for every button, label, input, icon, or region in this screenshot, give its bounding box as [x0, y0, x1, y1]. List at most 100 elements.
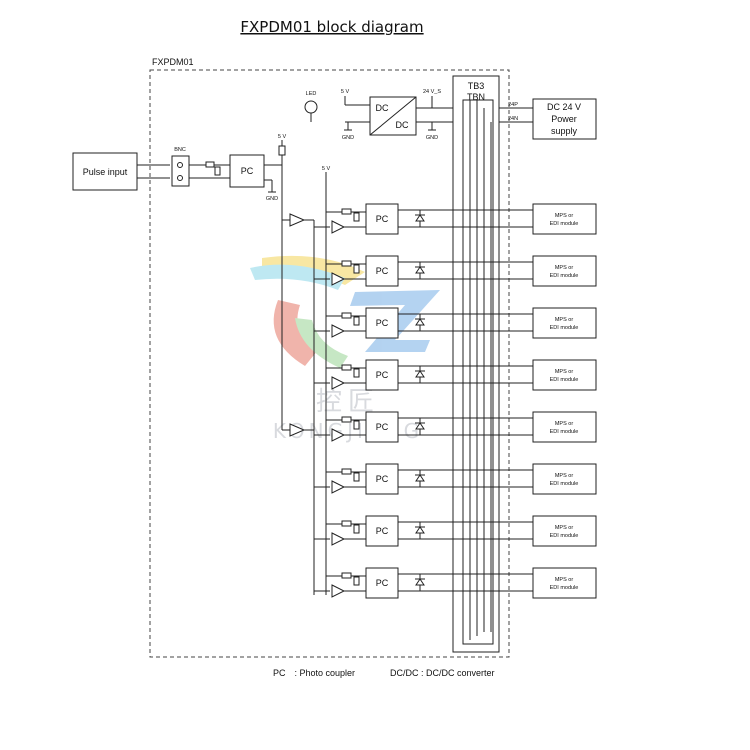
channel-8-photo-coupler	[365, 567, 399, 599]
channel-1-photo-coupler	[365, 203, 399, 235]
channel-7-module-line-2: EDI module	[550, 533, 579, 539]
channel-6-module-line-1: MPS or	[555, 473, 574, 479]
channel-6-led-resistor	[353, 472, 360, 482]
pin-24n-label: 24N	[508, 116, 518, 122]
channel-2-buffer	[331, 272, 346, 286]
channel-5-photo-coupler	[365, 411, 399, 443]
channel-6-photo-coupler	[365, 463, 399, 495]
channel-1-module-line-2: EDI module	[550, 221, 579, 227]
diagram-title: FXPDM01 block diagram	[240, 18, 423, 36]
power-supply-line-3: supply	[551, 126, 578, 136]
power-supply-line-1: DC 24 V	[547, 102, 581, 112]
channel-1-buffer	[331, 220, 346, 234]
channel-3-module-line-1: MPS or	[555, 317, 574, 323]
channel-2-photo-coupler	[365, 255, 399, 287]
channel-7-module-box	[532, 515, 597, 547]
channel-6-module-line-2: EDI module	[550, 481, 579, 487]
main-buffer-2	[289, 423, 306, 437]
legend-pc: PC : Photo coupler	[273, 668, 355, 678]
channel-7-pc-label: PC	[376, 526, 389, 536]
bnc-connector	[171, 155, 190, 187]
channel-2-module-box	[532, 255, 597, 287]
channel-4-photo-coupler	[365, 359, 399, 391]
channel-5-resistor	[341, 416, 352, 423]
channel-3-photo-coupler	[365, 307, 399, 339]
channel-5-led-resistor	[353, 420, 360, 430]
channel-2-module-line-1: MPS or	[555, 265, 574, 271]
channel-8-module-line-1: MPS or	[555, 577, 574, 583]
main-buffer-1	[289, 213, 306, 227]
channel-1-module-line-1: MPS or	[555, 213, 574, 219]
dcdc-diagonal	[369, 96, 417, 136]
channel-3-diode	[415, 318, 425, 326]
channel-1-module-box	[532, 203, 597, 235]
channel-3-resistor	[341, 312, 352, 319]
power-24vs-label: 24 V_S	[423, 89, 441, 95]
channel-8-resistor	[341, 572, 352, 579]
input-pc-label: PC	[241, 166, 254, 176]
channel-3-module-box	[532, 307, 597, 339]
bnc-pin-1	[177, 162, 183, 168]
channel-7-buffer	[331, 532, 346, 546]
channel-4-module-box	[532, 359, 597, 391]
led-icon	[304, 100, 318, 114]
channel-2-led-resistor	[353, 264, 360, 274]
channel-1-pc-label: PC	[376, 214, 389, 224]
channel-4-module-line-2: EDI module	[550, 377, 579, 383]
channel-7-resistor	[341, 520, 352, 527]
channel-supply-label: 5 V	[322, 166, 331, 172]
channel-5-module-line-2: EDI module	[550, 429, 579, 435]
watermark-logo	[250, 255, 440, 368]
terminal-block-line-2: TBN	[467, 92, 485, 102]
channel-3-module-line-2: EDI module	[550, 325, 579, 331]
legend-dcdc: DC/DC : DC/DC converter	[390, 668, 495, 678]
channel-8-buffer	[331, 584, 346, 598]
input-resistor	[205, 161, 215, 168]
dcdc-bottom-label: DC	[396, 120, 409, 130]
channel-2-diode	[415, 266, 425, 274]
input-gnd-label: GND	[266, 196, 278, 202]
bnc-label: BNC	[174, 147, 186, 153]
channel-5-buffer	[331, 428, 346, 442]
channel-4-buffer	[331, 376, 346, 390]
enclosure-box	[149, 69, 510, 658]
channel-2-module-line-2: EDI module	[550, 273, 579, 279]
channel-6-buffer	[331, 480, 346, 494]
power-supply-line-2: Power	[551, 114, 577, 124]
channel-8-pc-label: PC	[376, 578, 389, 588]
pulse-input-label: Pulse input	[83, 167, 128, 177]
channel-6-pc-label: PC	[376, 474, 389, 484]
channel-4-pc-label: PC	[376, 370, 389, 380]
power-gnd-right-label: GND	[426, 135, 438, 141]
watermark-swirl-red	[273, 300, 318, 366]
channel-7-led-resistor	[353, 524, 360, 534]
power-5v-label: 5 V	[341, 89, 350, 95]
input-diode-box	[214, 166, 221, 176]
channel-8-diode	[415, 578, 425, 586]
channel-8-module-line-2: EDI module	[550, 585, 579, 591]
watermark-swirl-cyan	[250, 264, 345, 290]
channel-2-pc-label: PC	[376, 266, 389, 276]
watermark-swirl-green	[295, 318, 348, 368]
channel-1-resistor	[341, 208, 352, 215]
channel-3-led-resistor	[353, 316, 360, 326]
input-pullup-resistor	[278, 145, 286, 156]
channel-3-buffer	[331, 324, 346, 338]
power-gnd-left-label: GND	[342, 135, 354, 141]
channel-5-pc-label: PC	[376, 422, 389, 432]
terminal-block-line-1: TB3	[468, 81, 485, 91]
channel-4-resistor	[341, 364, 352, 371]
input-supply-label: 5 V	[278, 134, 287, 140]
pulse-input-box	[72, 152, 138, 191]
channel-5-module-box	[532, 411, 597, 443]
channel-4-diode	[415, 370, 425, 378]
channel-6-module-box	[532, 463, 597, 495]
channel-3-pc-label: PC	[376, 318, 389, 328]
channel-8-led-resistor	[353, 576, 360, 586]
channel-7-photo-coupler	[365, 515, 399, 547]
dcdc-top-label: DC	[376, 103, 389, 113]
led-label: LED	[306, 91, 317, 97]
channel-1-diode	[415, 214, 425, 222]
